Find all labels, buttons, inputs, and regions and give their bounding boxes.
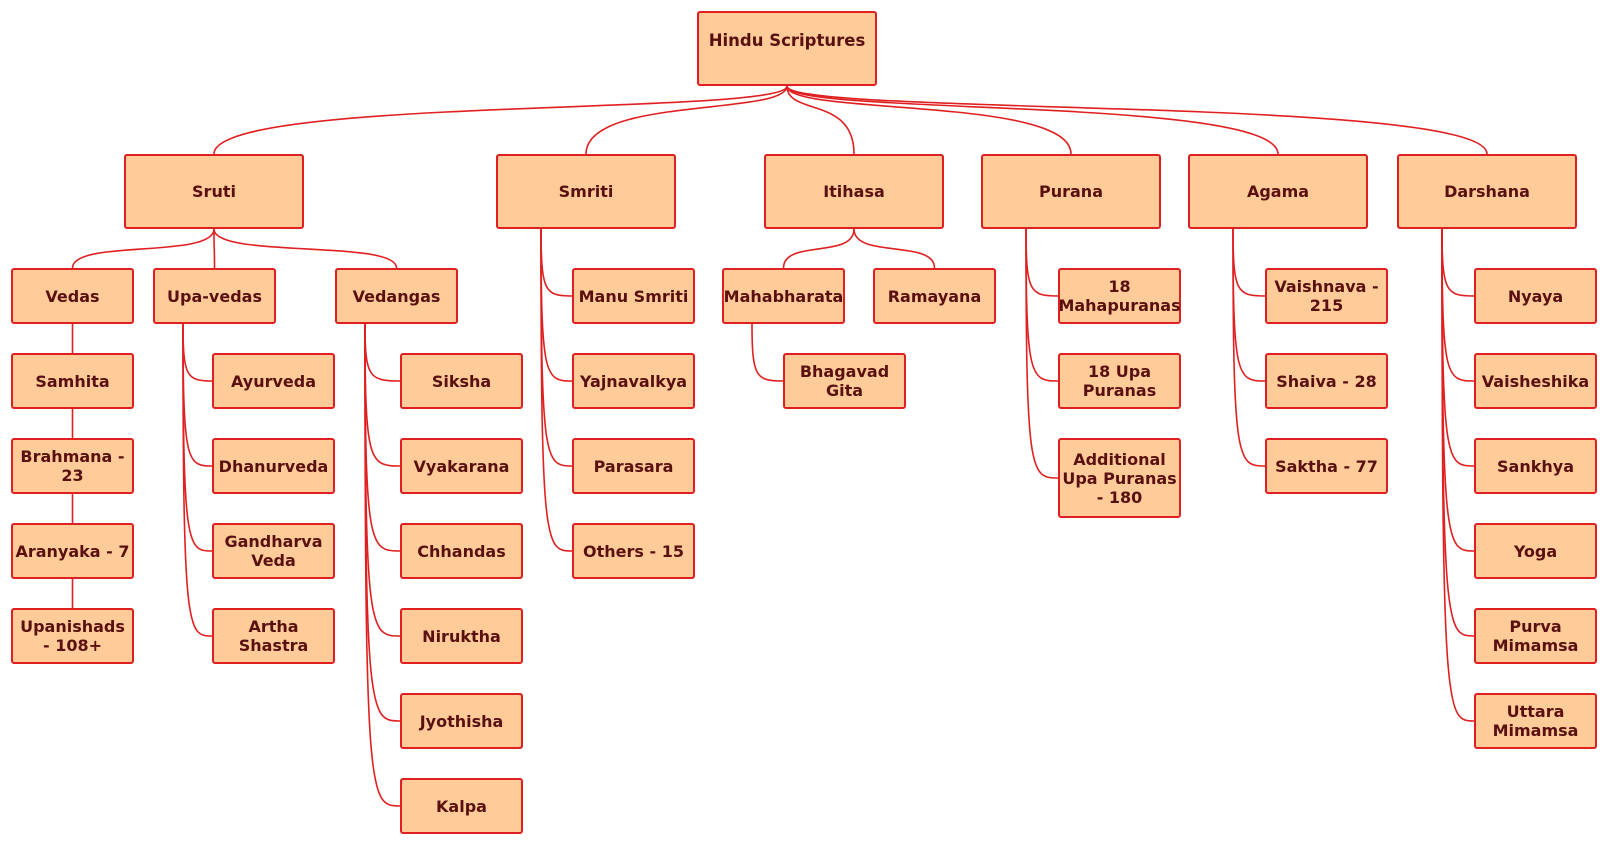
link-node-sruti-node-vedas: [71, 228, 215, 269]
node-dhanurveda[interactable]: Dhanurveda: [212, 438, 335, 494]
link-node-vedangas-node-kalpa: [364, 323, 401, 807]
node-purana[interactable]: Purana: [981, 154, 1161, 229]
node-purva-mimamsa[interactable]: Purva Mimamsa: [1474, 608, 1597, 664]
node-upa-vedas[interactable]: Upa-vedas: [153, 268, 276, 324]
link-node-upa-vedas-node-gandharva-veda: [182, 323, 213, 552]
link-node-darshana-node-yoga: [1441, 228, 1475, 552]
link-node-upa-vedas-node-dhanurveda: [182, 323, 213, 467]
link-node-hindu-scriptures-node-agama: [786, 85, 1279, 155]
node-samhita[interactable]: Samhita: [11, 353, 134, 409]
node-agama[interactable]: Agama: [1188, 154, 1368, 229]
link-node-vedangas-node-vyakarana: [364, 323, 401, 467]
node-sruti[interactable]: Sruti: [124, 154, 304, 229]
node-vedangas[interactable]: Vedangas: [335, 268, 458, 324]
node-manu-smriti[interactable]: Manu Smriti: [572, 268, 695, 324]
node-vedas[interactable]: Vedas: [11, 268, 134, 324]
link-node-hindu-scriptures-node-darshana: [786, 85, 1488, 155]
node-artha-shastra[interactable]: Artha Shastra: [212, 608, 335, 664]
node-mahabharata[interactable]: Mahabharata: [722, 268, 845, 324]
node-chhandas[interactable]: Chhandas: [400, 523, 523, 579]
link-node-agama-node-vaishnava: [1232, 228, 1266, 297]
link-node-hindu-scriptures-node-itihasa: [786, 85, 855, 155]
link-node-vedangas-node-chhandas: [364, 323, 401, 552]
link-node-vedangas-node-jyothisha: [364, 323, 401, 722]
node-brahmana[interactable]: Brahmana - 23: [11, 438, 134, 494]
node-yajnavalkya[interactable]: Yajnavalkya: [572, 353, 695, 409]
node-itihasa[interactable]: Itihasa: [764, 154, 944, 229]
node-darshana[interactable]: Darshana: [1397, 154, 1577, 229]
link-node-upa-vedas-node-ayurveda: [182, 323, 213, 382]
node-niruktha[interactable]: Niruktha: [400, 608, 523, 664]
link-node-agama-node-saktha: [1232, 228, 1266, 467]
link-node-hindu-scriptures-node-smriti: [585, 85, 788, 155]
node-ayurveda[interactable]: Ayurveda: [212, 353, 335, 409]
link-node-hindu-scriptures-node-purana: [786, 85, 1072, 155]
node-uttara-mimamsa[interactable]: Uttara Mimamsa: [1474, 693, 1597, 749]
node-hindu-scriptures[interactable]: Hindu Scriptures: [697, 11, 877, 86]
node-smriti[interactable]: Smriti: [496, 154, 676, 229]
node-bhagavad-gita[interactable]: Bhagavad Gita: [783, 353, 906, 409]
node-aranyaka[interactable]: Aranyaka - 7: [11, 523, 134, 579]
link-node-darshana-node-vaisheshika: [1441, 228, 1475, 382]
node-shaiva[interactable]: Shaiva - 28: [1265, 353, 1388, 409]
link-node-smriti-node-others-15: [540, 228, 573, 552]
node-yoga[interactable]: Yoga: [1474, 523, 1597, 579]
node-kalpa[interactable]: Kalpa: [400, 778, 523, 834]
link-node-purana-node-18-mahapuranas: [1025, 228, 1059, 297]
link-node-itihasa-node-ramayana: [853, 228, 936, 269]
node-saktha[interactable]: Saktha - 77: [1265, 438, 1388, 494]
node-vaishnava[interactable]: Vaishnava - 215: [1265, 268, 1388, 324]
node-gandharva-veda[interactable]: Gandharva Veda: [212, 523, 335, 579]
link-node-darshana-node-nyaya: [1441, 228, 1475, 297]
node-additional-upa-puranas[interactable]: Additional Upa Puranas - 180: [1058, 438, 1181, 518]
link-node-itihasa-node-mahabharata: [782, 228, 855, 269]
link-node-mahabharata-node-bhagavad-gita: [751, 323, 784, 382]
link-node-purana-node-additional-upa-puranas: [1025, 228, 1059, 479]
node-jyothisha[interactable]: Jyothisha: [400, 693, 523, 749]
link-node-darshana-node-uttara-mimamsa: [1441, 228, 1475, 722]
link-node-smriti-node-yajnavalkya: [540, 228, 573, 382]
node-siksha[interactable]: Siksha: [400, 353, 523, 409]
node-vyakarana[interactable]: Vyakarana: [400, 438, 523, 494]
link-node-hindu-scriptures-node-sruti: [213, 85, 788, 155]
node-18-upa-puranas[interactable]: 18 Upa Puranas: [1058, 353, 1181, 409]
node-vaisheshika[interactable]: Vaisheshika: [1474, 353, 1597, 409]
node-ramayana[interactable]: Ramayana: [873, 268, 996, 324]
node-upanishads[interactable]: Upanishads - 108+: [11, 608, 134, 664]
link-node-vedangas-node-siksha: [364, 323, 401, 382]
node-others-15[interactable]: Others - 15: [572, 523, 695, 579]
link-node-smriti-node-parasara: [540, 228, 573, 467]
link-node-purana-node-18-upa-puranas: [1025, 228, 1059, 382]
link-node-sruti-node-upa-vedas: [213, 228, 216, 269]
link-node-darshana-node-sankhya: [1441, 228, 1475, 467]
link-node-sruti-node-vedangas: [213, 228, 398, 269]
node-18-mahapuranas[interactable]: 18 Mahapuranas: [1058, 268, 1181, 324]
link-node-smriti-node-manu-smriti: [540, 228, 573, 297]
link-node-upa-vedas-node-artha-shastra: [182, 323, 213, 637]
node-parasara[interactable]: Parasara: [572, 438, 695, 494]
node-nyaya[interactable]: Nyaya: [1474, 268, 1597, 324]
node-sankhya[interactable]: Sankhya: [1474, 438, 1597, 494]
link-node-agama-node-shaiva: [1232, 228, 1266, 382]
